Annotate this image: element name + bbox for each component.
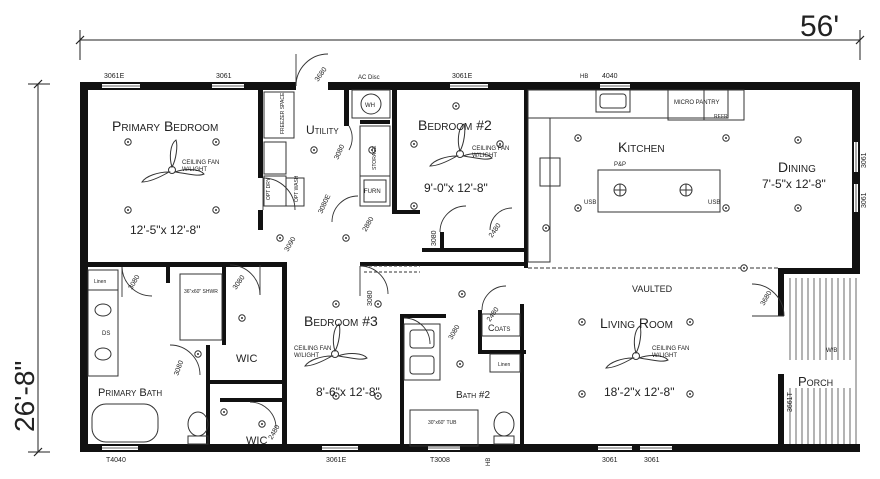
window-bottom-4: 3061: [602, 457, 618, 464]
refr-label: REFR: [714, 114, 728, 120]
window-dining-2: 3061: [861, 192, 868, 208]
bed3-ceiling-fan-icon: [304, 323, 368, 367]
door-coats: 2480: [486, 306, 501, 323]
window-glazing: [102, 85, 857, 449]
linen-bath2-label: Linen: [498, 362, 510, 368]
usb-left-label: USB: [584, 200, 596, 206]
window-top-4: 4040: [602, 73, 618, 80]
window-bottom-1: T4040: [106, 457, 126, 464]
window-top-1: 3061E: [104, 73, 125, 80]
room-utility: Utility: [306, 123, 339, 137]
door-wic-a: 3080: [232, 274, 247, 291]
room-bath-2: Bath #2: [456, 390, 490, 401]
window-top-2: 3061: [216, 73, 232, 80]
micro-pantry-label: MICRO PANTRY: [674, 100, 719, 106]
door-bed2-a: 3080: [431, 230, 438, 246]
room-dining: Dining: [778, 159, 816, 175]
window-bottom-5: 3061: [644, 457, 660, 464]
room-living-room-size: 18'-2"x 12'-8": [604, 385, 674, 399]
door-wic2: 2480: [268, 424, 282, 441]
door-front: 3680: [760, 290, 774, 307]
room-wic-1: WIC: [236, 353, 257, 365]
door-utility-in: 3080: [333, 144, 346, 161]
tub-label: 30"x60" TUB: [428, 420, 457, 426]
room-primary-bath: Primary Bath: [98, 387, 162, 399]
door-utility-ext: 3680: [314, 66, 329, 83]
wh-label: WH: [365, 103, 375, 109]
room-dining-size: 7'-5"x 12'-8": [762, 177, 826, 191]
fixtures: [87, 89, 857, 447]
vaulted-label: VAULTED: [632, 284, 673, 294]
wb-label: W/B: [826, 348, 837, 354]
room-primary-bedroom-size: 12'-5"x 12'-8": [130, 223, 200, 237]
furn-label: FURN: [364, 189, 381, 195]
room-bedroom-2-size: 9'-0"x 12'-8": [424, 181, 488, 195]
door-swings: [121, 53, 785, 429]
shower-label: 36"x60" SHWR: [184, 289, 218, 295]
overall-depth: 26'-8": [9, 361, 40, 432]
door-bath-wic: 3080: [173, 360, 185, 377]
ds-label: DS: [102, 331, 110, 337]
door-bath2: 3080: [448, 324, 462, 341]
exterior-walls: [80, 82, 860, 452]
window-bottom-3: T3008: [430, 457, 450, 464]
door-bed3: 3080: [367, 290, 374, 306]
door-storage: 3080E: [317, 193, 332, 215]
freezer-label: FREEZER SPACE: [280, 92, 286, 134]
room-bedroom-3: Bedroom #3: [304, 313, 378, 329]
storage-label: STORAGE: [372, 145, 378, 170]
room-wic-2: WIC: [246, 435, 267, 447]
door-primary-bed: 3090: [284, 236, 298, 253]
hb-top-label: HB: [580, 74, 588, 80]
room-kitchen: Kitchen: [618, 139, 665, 155]
washer-label: OPT WASH: [294, 175, 300, 202]
usb-right-label: USB: [708, 200, 720, 206]
linen-primary-label: Linen: [94, 279, 106, 285]
dryer-label: OPT DRY: [266, 177, 272, 200]
room-bedroom-2: Bedroom #2: [418, 117, 492, 133]
room-living-room: Living Room: [600, 315, 673, 331]
overall-width: 56': [800, 10, 839, 43]
room-primary-bedroom: Primary Bedroom: [112, 118, 218, 134]
window-porch: 3661T: [787, 391, 794, 412]
ac-disc-label: AC Disc: [358, 75, 380, 81]
room-porch: Porch: [798, 374, 833, 389]
door-furn: 2880: [362, 216, 376, 233]
pendant-lights: [613, 183, 693, 197]
pp-label: P&P: [614, 162, 626, 168]
depth-dimension: 26'-8": [9, 79, 50, 457]
window-bottom-2: 3061E: [326, 457, 347, 464]
room-coats: Coats: [488, 323, 510, 333]
door-primary-bath: 3080: [128, 274, 142, 291]
hb-bottom-label: HB: [486, 458, 492, 466]
room-bedroom-3-size: 8'-6"x 12'-8": [316, 385, 380, 399]
interior-walls: [88, 90, 528, 448]
window-dining-1: 3061: [861, 152, 868, 168]
width-dimension: 56': [75, 10, 865, 60]
window-top-3: 3061E: [452, 73, 473, 80]
